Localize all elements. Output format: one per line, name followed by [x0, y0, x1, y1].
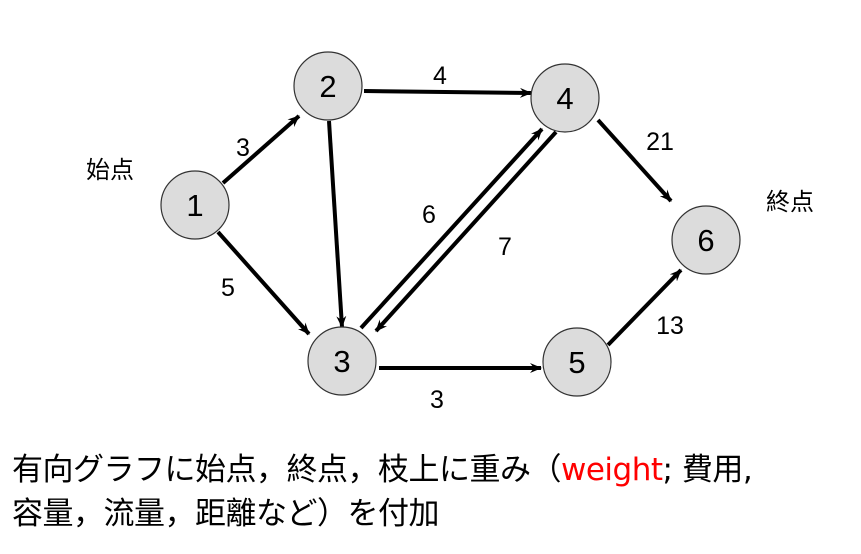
edge-weight-4-3: 7: [498, 233, 512, 261]
edge-4-to-6: [596, 118, 673, 203]
node-6: 6: [671, 205, 741, 275]
node-2: 2: [293, 51, 363, 121]
caption-line-2: 容量，流量，距離など）を付加: [12, 496, 440, 532]
node-circle: [160, 170, 230, 240]
caption-highlight-weight: weight: [561, 452, 663, 488]
edge-weight-1-2: 3: [236, 134, 250, 162]
edge-5-to-6: [606, 268, 683, 347]
caption-line-1: 有向グラフに始点，終点，枝上に重み（weight; 費用,: [12, 444, 753, 489]
node-5: 5: [542, 327, 612, 397]
node-label: 6: [697, 223, 714, 258]
edge-weight-2-4: 4: [433, 62, 447, 90]
node-circle: [671, 205, 741, 275]
node-circle: [307, 326, 377, 396]
caption-text: 有向グラフに始点，終点，枝上に重み（: [12, 452, 562, 488]
node-4: 4: [530, 63, 600, 133]
edge-1-to-3: [216, 230, 311, 336]
node-3: 3: [307, 326, 377, 396]
edge-3-to-4: [359, 127, 544, 330]
caption-text: ; 費用,: [662, 452, 753, 488]
directed-graph: 1 2 3 4 5 6 3 5 4 6 7 21 3 13 始点 終点: [86, 51, 814, 414]
node-label: 2: [319, 69, 336, 104]
edge-1-to-2: [221, 114, 301, 185]
node-label: 1: [186, 188, 203, 223]
edge-2-to-4: [363, 87, 532, 98]
edge-4-to-3: [374, 130, 558, 333]
node-1: 1: [160, 170, 230, 240]
edge-2-to-3: [327, 120, 347, 328]
start-label: 始点: [86, 156, 134, 184]
edge-weight-4-6: 21: [646, 128, 674, 156]
edge-weight-1-3: 5: [221, 274, 235, 302]
node-label: 3: [333, 344, 350, 379]
edge-weight-5-6: 13: [656, 312, 684, 340]
node-circle: [530, 63, 600, 133]
node-circle: [542, 327, 612, 397]
node-label: 5: [568, 345, 585, 380]
node-circle: [293, 51, 363, 121]
node-label: 4: [556, 81, 573, 116]
end-label: 終点: [766, 188, 814, 216]
edge-weight-3-5: 3: [430, 386, 444, 414]
edge-weight-3-4: 6: [422, 201, 436, 229]
